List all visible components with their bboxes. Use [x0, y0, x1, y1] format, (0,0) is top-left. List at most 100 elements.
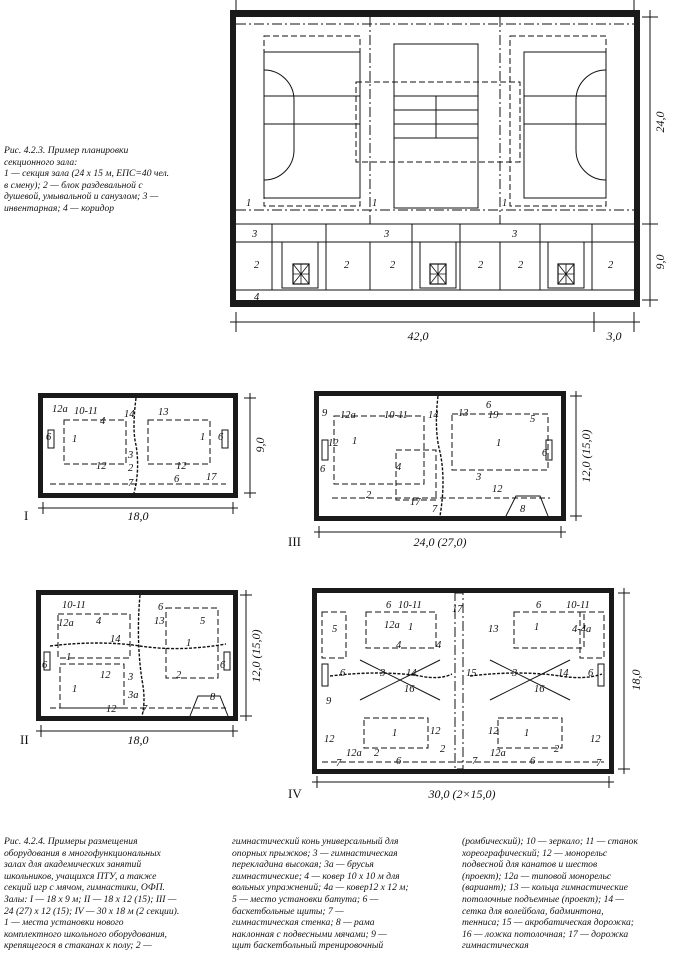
- label-2: 2: [128, 463, 134, 474]
- label-3: 3: [251, 229, 257, 240]
- caption-fig-4-2-3: Рис. 4.2.3. Пример планировки секционног…: [4, 145, 170, 214]
- label-4: 4: [396, 640, 402, 651]
- label-6: 6: [42, 660, 48, 671]
- label-5: 5: [332, 624, 337, 635]
- label-7: 7: [336, 758, 342, 769]
- label-6: 6: [396, 756, 402, 767]
- label-12: 12: [590, 734, 601, 745]
- label-4: 4: [436, 640, 442, 651]
- label-6: 6: [320, 464, 326, 475]
- label-9: 9: [322, 408, 328, 419]
- label-4: 4: [396, 462, 402, 473]
- label-2: 2: [478, 260, 484, 271]
- court-center: [355, 43, 521, 209]
- label-12: 12: [488, 726, 499, 737]
- label-8: 8: [520, 504, 526, 515]
- label-12: 12: [176, 461, 187, 472]
- label-2: 2: [344, 260, 350, 271]
- block-partitions: [271, 224, 593, 290]
- label-13: 13: [158, 407, 169, 418]
- label-16: 16: [534, 684, 545, 695]
- label-10-11: 10-11: [566, 600, 590, 611]
- label-3: 3: [511, 668, 517, 679]
- label-7: 7: [432, 504, 438, 515]
- label-1: 1: [524, 728, 529, 739]
- label-4: 4: [100, 416, 106, 427]
- dim-42: 42,0: [408, 329, 429, 343]
- label-12: 12: [106, 704, 117, 715]
- label-6: 6: [386, 600, 392, 611]
- label-1: 1: [372, 198, 377, 209]
- label-8: 8: [210, 692, 216, 703]
- label-10-11: 10-11: [74, 406, 98, 417]
- label-7: 7: [596, 758, 602, 769]
- label-12a: 12a: [490, 748, 506, 759]
- caption-fig-4-2-4-col1: Рис. 4.2.4. Примеры размещения оборудова…: [4, 836, 180, 952]
- label-1: 1: [496, 438, 501, 449]
- label-12: 12: [430, 726, 441, 737]
- label-6: 6: [536, 600, 542, 611]
- hall-I-label: I: [24, 508, 28, 523]
- label-13: 13: [488, 624, 499, 635]
- label-1: 1: [408, 622, 413, 633]
- label-10-11: 10-11: [398, 600, 422, 611]
- label-14: 14: [110, 634, 121, 645]
- hall-I: 12a 10-11 4 14 13 6 1 1 6 3 2 12 12 7 6 …: [24, 393, 267, 523]
- label-12a: 12a: [340, 410, 356, 421]
- label-4-4a: 4-4a: [572, 624, 591, 635]
- label-3a: 3a: [127, 690, 139, 701]
- label-1: 1: [66, 652, 71, 663]
- label-7: 7: [128, 478, 134, 489]
- dim-hall-IV-width: 30,0 (2×15,0): [427, 787, 495, 801]
- label-3: 3: [511, 229, 517, 240]
- label-12a: 12a: [346, 748, 362, 759]
- hall-III: 9 12a 10-11 14 13 6 19 5 12 1 1 6 6 4 3 …: [288, 391, 593, 549]
- label-2: 2: [440, 744, 446, 755]
- dim-hall-III-width: 24,0 (27,0): [414, 535, 467, 549]
- label-1: 1: [246, 198, 251, 209]
- plan-left-wall: [230, 10, 236, 307]
- label-4: 4: [254, 292, 260, 303]
- dim-hall-II-width: 18,0: [128, 733, 149, 747]
- label-6: 6: [530, 756, 536, 767]
- dim-hall-II-height: 12,0 (15,0): [249, 630, 263, 683]
- label-2: 2: [518, 260, 524, 271]
- court-right: [509, 35, 607, 207]
- hall-IV-label: IV: [288, 786, 302, 801]
- label-3: 3: [379, 668, 385, 679]
- label-13: 13: [154, 616, 165, 627]
- label-2: 2: [176, 670, 182, 681]
- label-3: 3: [127, 672, 133, 683]
- label-16: 16: [404, 684, 415, 695]
- dim-hall-IV-height: 18,0: [629, 670, 643, 691]
- label-17: 17: [410, 497, 421, 508]
- label-7: 7: [472, 756, 478, 767]
- hall-IV: 6 10-11 1 7 6 10-11 5 12a 1 13 1 4-4a 4 4…: [288, 588, 643, 801]
- plan-4-2-3: 1 1 1 3 3 3 2 2 2 2 2 2 4 42,0 3,0 24,0 …: [230, 0, 667, 343]
- dim-24: 24,0: [653, 112, 667, 133]
- label-2: 2: [366, 490, 372, 501]
- label-1: 1: [200, 432, 205, 443]
- dim-hall-I-width: 18,0: [128, 509, 149, 523]
- label-19: 19: [488, 410, 499, 421]
- plan-right-wall: [634, 10, 640, 307]
- label-15: 15: [466, 668, 477, 679]
- label-12: 12: [100, 670, 111, 681]
- label-14: 14: [428, 410, 439, 421]
- label-6: 6: [486, 400, 492, 411]
- label-12a: 12a: [52, 404, 68, 415]
- label-6: 6: [218, 432, 224, 443]
- label-1: 1: [392, 728, 397, 739]
- label-12a: 12a: [384, 620, 400, 631]
- label-2: 2: [554, 744, 560, 755]
- dim-hall-III-height: 12,0 (15,0): [579, 430, 593, 483]
- label-3: 3: [475, 472, 481, 483]
- dim-9: 9,0: [653, 255, 667, 270]
- label-3: 3: [383, 229, 389, 240]
- dim-3: 3,0: [606, 329, 622, 343]
- caption-fig-4-2-4-col2: гимнастический конь универсальный для оп…: [232, 836, 409, 952]
- label-6: 6: [588, 668, 594, 679]
- label-1: 1: [72, 434, 77, 445]
- label-5: 5: [530, 414, 535, 425]
